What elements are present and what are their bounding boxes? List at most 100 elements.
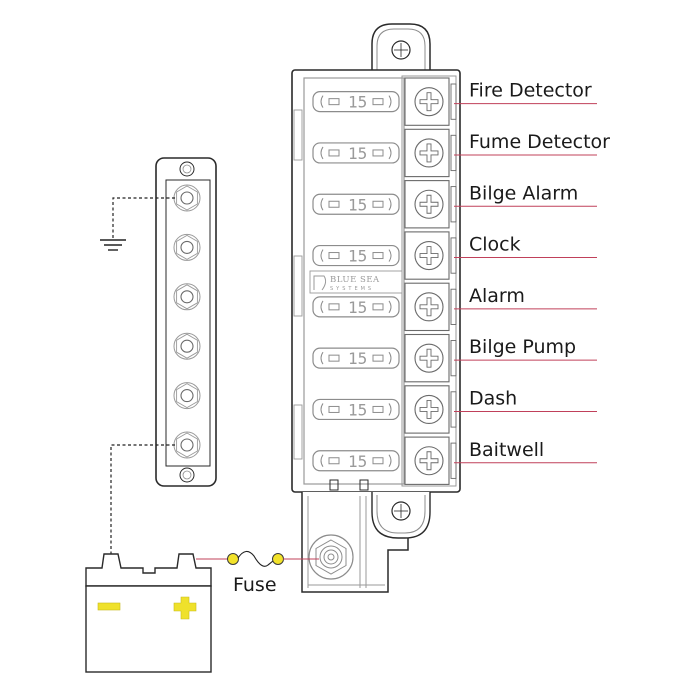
fuse-blade-window [372, 200, 384, 208]
fuse-blade-window [328, 354, 340, 362]
circuit-label: Dash [469, 387, 517, 409]
fuse-body [312, 347, 400, 369]
bus-terminal-stud[interactable] [173, 184, 201, 212]
fuse-terminal-right [272, 553, 284, 565]
inline-fuse-icon [237, 550, 276, 567]
circuit-label: Alarm [469, 285, 525, 307]
circuit-row: 15 Dash [312, 385, 597, 434]
terminal-screw[interactable] [404, 128, 457, 178]
power-stud [308, 534, 354, 580]
fuse-rating: 15 [348, 400, 367, 419]
terminal-screw[interactable] [404, 436, 457, 485]
screw-head-icon [414, 292, 444, 322]
bus-terminals [173, 184, 201, 459]
circuit-label: Fire Detector [469, 80, 592, 102]
fuse-blade-window [372, 405, 384, 413]
bus-mount-hole-top [179, 161, 195, 177]
fuse-rating: 15 [348, 144, 367, 163]
screw-head-icon [414, 394, 444, 425]
circuit-label: Bilge Pump [469, 336, 576, 358]
fuse-blade-window [328, 405, 340, 413]
blade-fuse[interactable]: 15 [312, 398, 400, 421]
circuit-row: 15 Clock [312, 231, 597, 280]
blade-fuse[interactable]: 15 [312, 91, 400, 113]
fuse-body [312, 142, 400, 164]
screw-head-icon [414, 138, 444, 168]
circuit-row: 15 Bilge Pump [312, 333, 597, 383]
negative-bus-bar [155, 157, 217, 487]
screw-head-icon [414, 87, 444, 117]
fuse-rating: 15 [348, 247, 367, 266]
fuse-blade-window [328, 303, 340, 311]
ground-wire [112, 197, 175, 240]
positive-feed: Fuse [196, 550, 319, 596]
blade-fuse[interactable]: 15 [312, 142, 400, 164]
fuse-blade-window [328, 252, 340, 260]
blade-fuse[interactable]: 15 [312, 296, 400, 318]
blade-fuse[interactable]: 15 [312, 193, 400, 215]
circuit-row: 15 Bilge Alarm [312, 180, 597, 229]
fuse-blade-window [328, 98, 340, 106]
fuse-body [312, 91, 400, 113]
brand-subtitle: SYSTEMS [330, 286, 374, 292]
fuse-blade-window [328, 200, 340, 208]
fuse-blade-window [328, 149, 340, 157]
brand-name: BLUE SEA [330, 275, 380, 285]
terminal-screw[interactable] [404, 282, 457, 332]
circuit-label: Fume Detector [469, 131, 610, 153]
bus-terminal-stud[interactable] [173, 382, 201, 410]
fuse-blade-window [328, 457, 340, 465]
bus-terminal-stud[interactable] [173, 283, 201, 311]
terminal-screw[interactable] [404, 385, 457, 434]
circuit-row: 15 Alarm [312, 282, 597, 332]
battery-lid [85, 553, 212, 587]
fuse-rating: 15 [348, 349, 367, 368]
battery-plus-icon [173, 596, 197, 620]
terminal-screw[interactable] [404, 231, 457, 280]
fuse-terminal-left [227, 553, 239, 565]
blade-fuse[interactable]: 15 [312, 347, 400, 369]
circuit-label: Clock [469, 234, 521, 256]
fuse-body [312, 450, 400, 472]
fuse-label: Fuse [233, 574, 277, 596]
fuse-blade-window [372, 354, 384, 362]
screw-head-icon [414, 446, 444, 476]
battery-case [85, 585, 212, 673]
fuse-blade-window [372, 457, 384, 465]
battery-minus-icon [97, 602, 121, 611]
circuit-row: 15 Baitwell [312, 436, 597, 485]
fuse-body [312, 193, 400, 215]
circuit-label: Bilge Alarm [469, 182, 578, 204]
battery [85, 553, 212, 673]
screw-head-icon [414, 343, 444, 373]
fuse-blade-window [372, 149, 384, 157]
bus-terminal-stud[interactable] [173, 233, 201, 261]
ground-connection [100, 197, 175, 251]
ground-icon [100, 239, 126, 251]
fuse-rating: 15 [348, 93, 367, 112]
bus-mount-hole-bottom [179, 467, 195, 483]
circuit-row: 15 Fume Detector [312, 128, 610, 178]
screw-head-icon [414, 241, 444, 271]
fuse-body [312, 244, 400, 267]
blade-fuse[interactable]: 15 [312, 244, 400, 267]
terminal-screw[interactable] [404, 77, 457, 126]
fuse-rating: 15 [348, 195, 367, 214]
fuse-blade-window [372, 252, 384, 260]
fuse-body [312, 296, 400, 318]
terminal-screw[interactable] [404, 180, 457, 229]
fuse-rating: 15 [348, 452, 367, 471]
fuse-blade-window [372, 303, 384, 311]
bus-terminal-stud[interactable] [173, 332, 201, 360]
bus-terminal-stud[interactable] [173, 431, 201, 459]
screw-head-icon [414, 189, 444, 219]
fuse-rating: 15 [348, 298, 367, 317]
terminal-screw[interactable] [404, 333, 457, 383]
circuit-row: 15 Fire Detector [312, 77, 597, 126]
circuit-label: Baitwell [469, 439, 544, 461]
blade-fuse[interactable]: 15 [312, 450, 400, 472]
fuse-body [312, 398, 400, 421]
